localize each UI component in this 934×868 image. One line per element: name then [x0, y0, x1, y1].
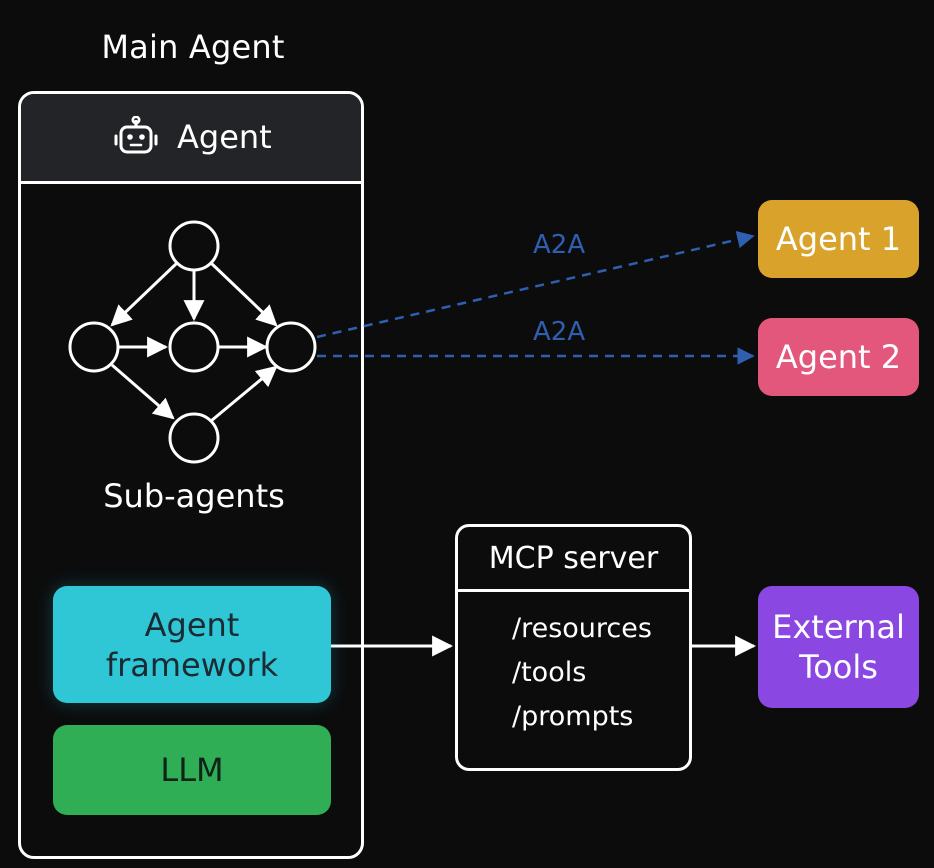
llm-box: LLM: [53, 725, 331, 815]
agent2-label: Agent 2: [775, 338, 902, 376]
a2a-label-2: A2A: [533, 317, 585, 347]
mcp-endpoint-item: /resources: [512, 613, 652, 644]
subagent-node-top: [168, 220, 220, 272]
main-agent-title: Main Agent: [101, 28, 285, 66]
subagents-label: Sub-agents: [103, 477, 285, 515]
main-agent-container: Agent: [18, 91, 364, 859]
mcp-server-box: MCP server /resources /tools /prompts: [455, 524, 692, 771]
edge-left-bottom: [111, 363, 175, 420]
agent1-label: Agent 1: [775, 220, 902, 258]
mcp-server-title: MCP server: [458, 527, 689, 592]
subagent-node-left: [68, 321, 120, 373]
external-tools-line2: Tools: [799, 648, 878, 686]
robot-icon: [114, 116, 158, 154]
subagent-node-center: [168, 321, 220, 373]
external-tools-line1: External: [772, 608, 905, 646]
framework-label-line1: Agent: [144, 605, 240, 644]
edge-bottom-right: [210, 365, 278, 423]
a2a-label-1: A2A: [533, 230, 585, 260]
llm-label: LLM: [160, 751, 224, 789]
agent-header: Agent: [21, 94, 361, 184]
agent-header-label: Agent: [177, 118, 272, 156]
mcp-endpoint-item: /prompts: [512, 701, 634, 732]
edge-top-left: [110, 261, 179, 327]
framework-label-line2: framework: [105, 645, 279, 684]
mcp-endpoint-list: /resources /tools /prompts: [512, 607, 652, 739]
subagent-node-bottom: [168, 412, 220, 464]
edge-top-right: [209, 261, 278, 327]
external-tools-box: External Tools: [758, 586, 919, 708]
subagent-node-right: [265, 321, 317, 373]
agent-framework-box: Agent framework: [53, 586, 331, 703]
mcp-endpoint-item: /tools: [512, 657, 587, 688]
agent2-box: Agent 2: [758, 318, 919, 396]
a2a-link-agent1: [316, 231, 755, 339]
agent1-box: Agent 1: [758, 200, 919, 278]
